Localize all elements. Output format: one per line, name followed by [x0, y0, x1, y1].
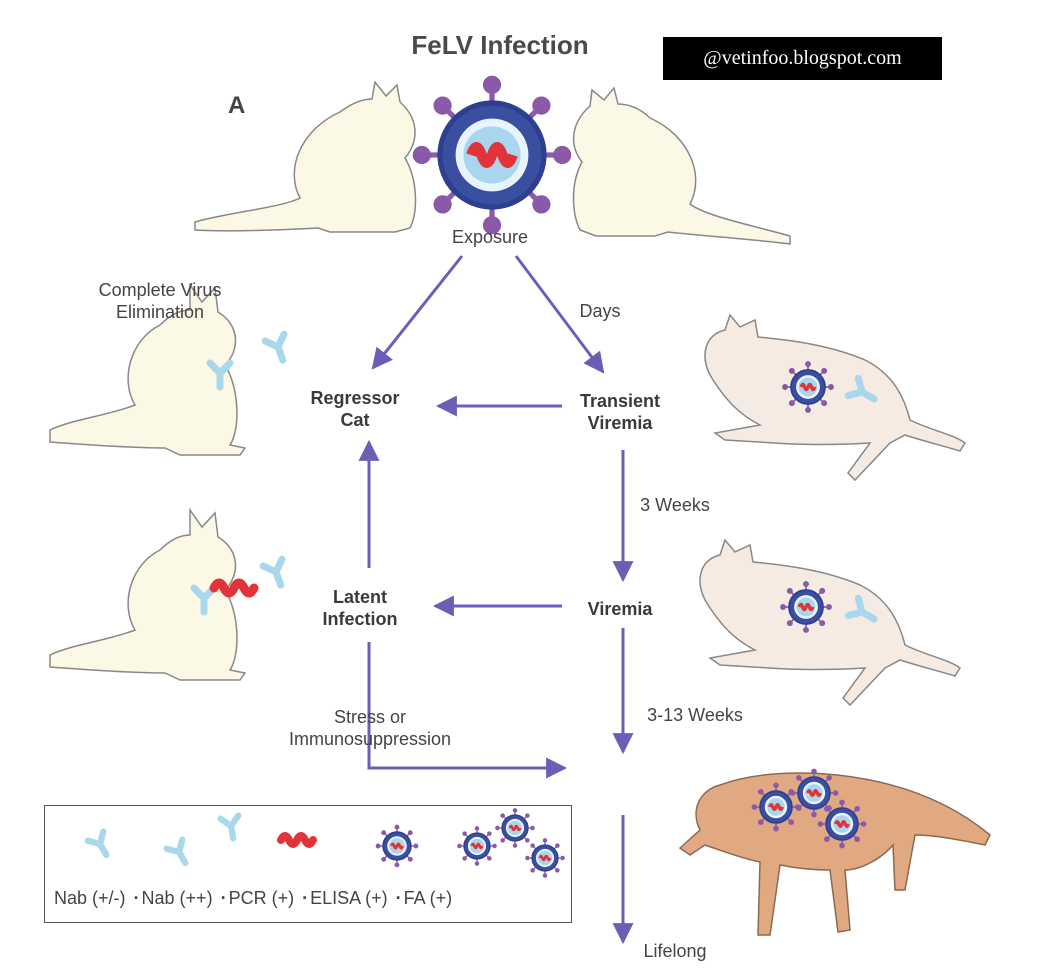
antibody-icon [221, 816, 242, 840]
cat-icon [572, 86, 791, 245]
arrow-exposure-transient [514, 255, 605, 374]
legend [44, 805, 572, 923]
label-transient-viremia: Transient Viremia [579, 391, 661, 433]
legend-item-nab-high: Nab (++) [141, 888, 213, 908]
legend-item-fa: FA (+) [403, 888, 453, 908]
watermark: @vetinfoo.blogspot.com [663, 37, 942, 80]
legend-item-elisa: ELISA (+) [310, 888, 388, 908]
virus-icon [816, 798, 868, 850]
label-3-weeks: 3 Weeks [640, 495, 710, 515]
label-stress: Stress or Immunosuppression [288, 707, 452, 749]
panel-letter: A [228, 92, 246, 119]
virus-icon [415, 78, 568, 231]
virus-icon [494, 807, 536, 849]
virus-icon [781, 360, 835, 414]
cat-icon [704, 314, 966, 481]
cat-icon [699, 539, 961, 706]
antibody-icon [263, 559, 290, 588]
legend-item-nab-low: Nab (+/-) [54, 888, 126, 908]
label-lifelong: Lifelong [643, 941, 707, 961]
cat-icon [678, 772, 991, 936]
label-3-13-weeks: 3-13 Weeks [647, 705, 743, 725]
cat-icon [194, 80, 417, 233]
label-viremia: Viremia [587, 599, 653, 619]
rna-icon [277, 832, 317, 848]
legend-icons [45, 807, 566, 879]
cat-icon [49, 509, 246, 681]
arrow-stress [367, 642, 568, 779]
diagram-title: FeLV Infection [411, 30, 589, 60]
antibody-icon [167, 840, 193, 868]
arrow-exposure-regressor [371, 255, 464, 370]
legend-labels: Nab (+/-)·Nab (++)·PCR (+)·ELISA (+)·FA … [54, 888, 453, 908]
virus-icon [524, 837, 566, 879]
label-complete-elimination: Complete Virus Elimination [98, 280, 222, 322]
virus-icon [779, 580, 833, 634]
label-days: Days [579, 301, 621, 321]
virus-icon [788, 767, 840, 819]
antibody-icon [265, 334, 292, 363]
antibody-icon [88, 832, 114, 860]
virus-icon [456, 825, 498, 867]
label-latent-infection: Latent Infection [322, 587, 398, 629]
legend-item-pcr: PCR (+) [228, 888, 295, 908]
rna-icon [209, 578, 259, 598]
label-regressor-cat: Regressor Cat [310, 388, 400, 430]
virus-icon [374, 823, 420, 869]
label-exposure: Exposure [451, 227, 529, 247]
